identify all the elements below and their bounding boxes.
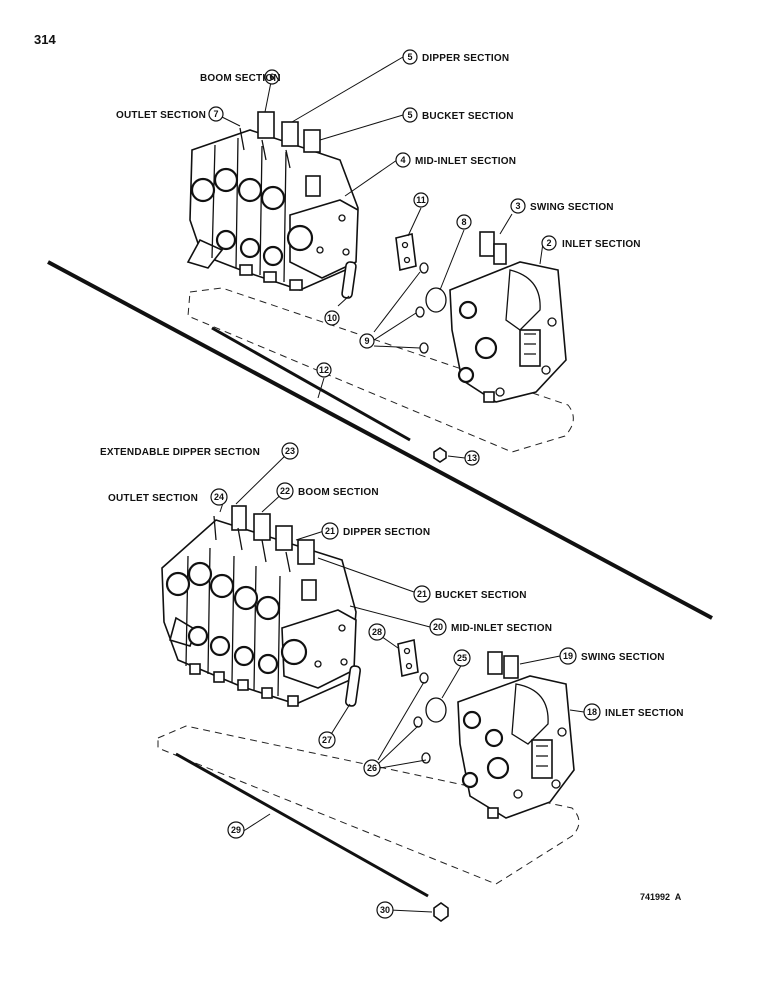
o-ring-9c: [419, 342, 429, 354]
o-ring-9b: [415, 306, 425, 318]
label-bucket-section: BUCKET SECTION: [422, 111, 514, 122]
label-swing-section: SWING SECTION: [581, 652, 665, 663]
bottom-dashed-outline: [157, 725, 580, 885]
callout-number: 3: [515, 201, 520, 211]
callout-number: 25: [457, 653, 467, 663]
label-boom-section: BOOM SECTION: [298, 487, 379, 498]
callout-number: 29: [231, 825, 241, 835]
callout-number: 8: [461, 217, 466, 227]
callout-number: 6: [269, 72, 274, 82]
gasket-part-27: [344, 665, 362, 707]
callout-number: 20: [433, 622, 443, 632]
label-mid-inlet-section: MID-INLET SECTION: [415, 156, 516, 167]
label-boom-section: BOOM SECTION: [200, 73, 281, 84]
spacer-plate-28: [397, 639, 419, 677]
o-ring-26b: [413, 716, 423, 728]
spacer-plate-11: [395, 233, 417, 271]
bottom-callouts: [210, 442, 601, 919]
label-outlet-section: OUTLET SECTION: [108, 493, 198, 504]
callout-number: 27: [322, 735, 332, 745]
callout-number: 9: [364, 336, 369, 346]
callout-number: 24: [214, 492, 224, 502]
label-extendable-dipper-section: EXTENDABLE DIPPER SECTION: [100, 447, 260, 458]
label-mid-inlet-section: MID-INLET SECTION: [451, 623, 552, 634]
label-dipper-section: DIPPER SECTION: [343, 527, 430, 538]
top-dashed-outline: [187, 287, 574, 453]
callout-number: 13: [467, 453, 477, 463]
o-ring-8: [425, 287, 447, 313]
bottom-valve-stack: [161, 505, 357, 707]
label-dipper-section: DIPPER SECTION: [422, 53, 509, 64]
callout-number: 28: [372, 627, 382, 637]
label-bucket-section: BUCKET SECTION: [435, 590, 527, 601]
tie-rod-29: [175, 752, 429, 898]
o-ring-26c: [421, 752, 431, 764]
callout-number: 11: [416, 195, 426, 205]
o-ring-26a: [419, 672, 429, 684]
top-leader-lines: [215, 56, 544, 459]
tie-rod-12: [211, 326, 411, 442]
callout-number: 4: [400, 155, 405, 165]
callout-number: 19: [563, 651, 573, 661]
nut-30: [433, 902, 449, 922]
callout-number: 5: [407, 52, 412, 62]
callout-number: 12: [319, 365, 329, 375]
callout-number: 30: [380, 905, 390, 915]
top-assembly: 6 7 5 5 4 3 2 11 8 10 9 12 13 BOOM SECTI…: [116, 49, 641, 466]
callout-number: 2: [546, 238, 551, 248]
top-callouts: [208, 49, 557, 466]
callout-number: 21: [417, 589, 427, 599]
callout-number: 26: [367, 763, 377, 773]
page-number: 314: [34, 32, 56, 47]
callout-number: 5: [407, 110, 412, 120]
label-inlet-section: INLET SECTION: [562, 239, 641, 250]
divider-line: [47, 260, 713, 620]
bottom-assembly: 23 24 22 21 21 20 19 18 28 25 27 26 29 3…: [100, 442, 684, 922]
label-swing-section: SWING SECTION: [530, 202, 614, 213]
o-ring-25: [425, 697, 447, 723]
label-outlet-section: OUTLET SECTION: [116, 110, 206, 121]
callout-number: 10: [327, 313, 337, 323]
callout-number: 21: [325, 526, 335, 536]
top-valve-stack: [186, 111, 359, 291]
callout-number: 23: [285, 446, 295, 456]
callout-number: 22: [280, 486, 290, 496]
o-ring-9a: [419, 262, 429, 274]
callout-number: 18: [587, 707, 597, 717]
callout-number: 7: [213, 109, 218, 119]
figure-reference: 741992 A: [640, 892, 682, 902]
bottom-inlet-section: [457, 651, 575, 819]
label-inlet-section: INLET SECTION: [605, 708, 684, 719]
bottom-leader-lines: [219, 450, 585, 913]
nut-13: [433, 447, 447, 463]
top-inlet-section: [449, 231, 567, 403]
